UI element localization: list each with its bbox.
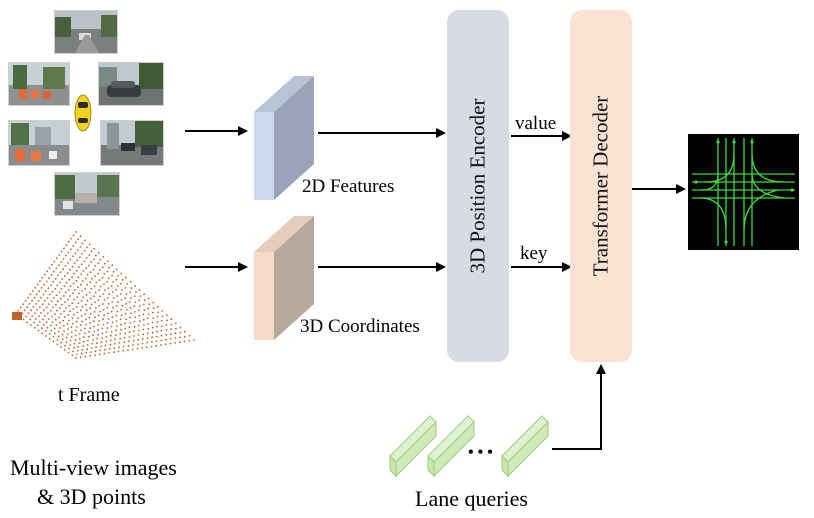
camera-front-image bbox=[55, 11, 117, 53]
camera-front-right-image bbox=[99, 63, 163, 105]
lane-query-group bbox=[389, 415, 549, 478]
coordinates-slab bbox=[254, 216, 314, 340]
transformer-decoder-label: Transformer Decoder bbox=[588, 95, 613, 277]
lane-queries-label: Lane queries bbox=[415, 486, 528, 511]
value-label: value bbox=[515, 113, 557, 134]
camera-view-front-right bbox=[98, 62, 164, 106]
position-encoder-box: 3D Position Encoder bbox=[447, 10, 509, 362]
arrow-queries-to-decoder bbox=[552, 364, 606, 450]
feature-map-slab bbox=[254, 76, 314, 200]
lane-query-n bbox=[501, 415, 549, 478]
camera-view-back bbox=[54, 172, 120, 216]
ellipsis-text: • • • bbox=[468, 444, 493, 461]
lane-query-2 bbox=[427, 415, 475, 478]
camera-view-back-left bbox=[8, 120, 70, 166]
lane-output-image bbox=[688, 134, 799, 250]
camera-view-front-left bbox=[8, 62, 70, 106]
camera-back-right-image bbox=[101, 121, 163, 165]
camera-front-left-image bbox=[9, 63, 69, 105]
camera-view-back-right bbox=[100, 120, 164, 166]
camera-back-image bbox=[55, 173, 119, 215]
coordinates-label: 3D Coordinates bbox=[300, 316, 420, 337]
caption-line-1: Multi-view images bbox=[10, 455, 177, 480]
point-cloud-image bbox=[12, 231, 195, 359]
transformer-decoder-box: Transformer Decoder bbox=[570, 10, 632, 362]
camera-view-front bbox=[54, 10, 118, 54]
caption-line-2: & 3D points bbox=[37, 484, 146, 509]
image-features-label: 2D Features bbox=[302, 176, 395, 197]
camera-back-left-image bbox=[9, 121, 69, 165]
key-label: key bbox=[520, 243, 548, 264]
position-encoder-label: 3D Position Encoder bbox=[465, 98, 490, 274]
frame-label: t Frame bbox=[58, 384, 120, 406]
lane-query-1 bbox=[389, 415, 437, 478]
ego-car-icon bbox=[74, 94, 92, 132]
